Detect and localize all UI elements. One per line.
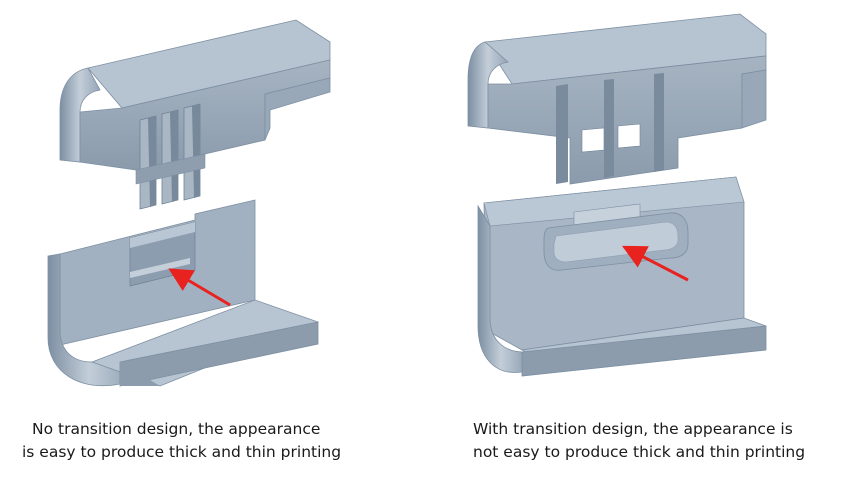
left-part-assembly xyxy=(47,19,331,387)
left-caption-line-1: No transition design, the appearance xyxy=(32,420,321,438)
right-caption: With transition design, the appearance i… xyxy=(473,418,833,464)
red-arrow xyxy=(622,245,689,282)
right-upper-part xyxy=(467,13,767,185)
left-caption-line-2: is easy to produce thick and thin printi… xyxy=(22,443,342,461)
left-upper-part xyxy=(59,19,331,210)
left-lower-part xyxy=(47,199,320,387)
right-caption-line-2: not easy to produce thick and thin print… xyxy=(473,443,806,461)
red-arrow xyxy=(168,268,231,307)
right-part-assembly xyxy=(467,13,767,377)
left-caption: No transition design, the appearance is … xyxy=(22,418,382,464)
right-caption-line-1: With transition design, the appearance i… xyxy=(473,420,793,438)
right-lower-part xyxy=(477,176,767,377)
